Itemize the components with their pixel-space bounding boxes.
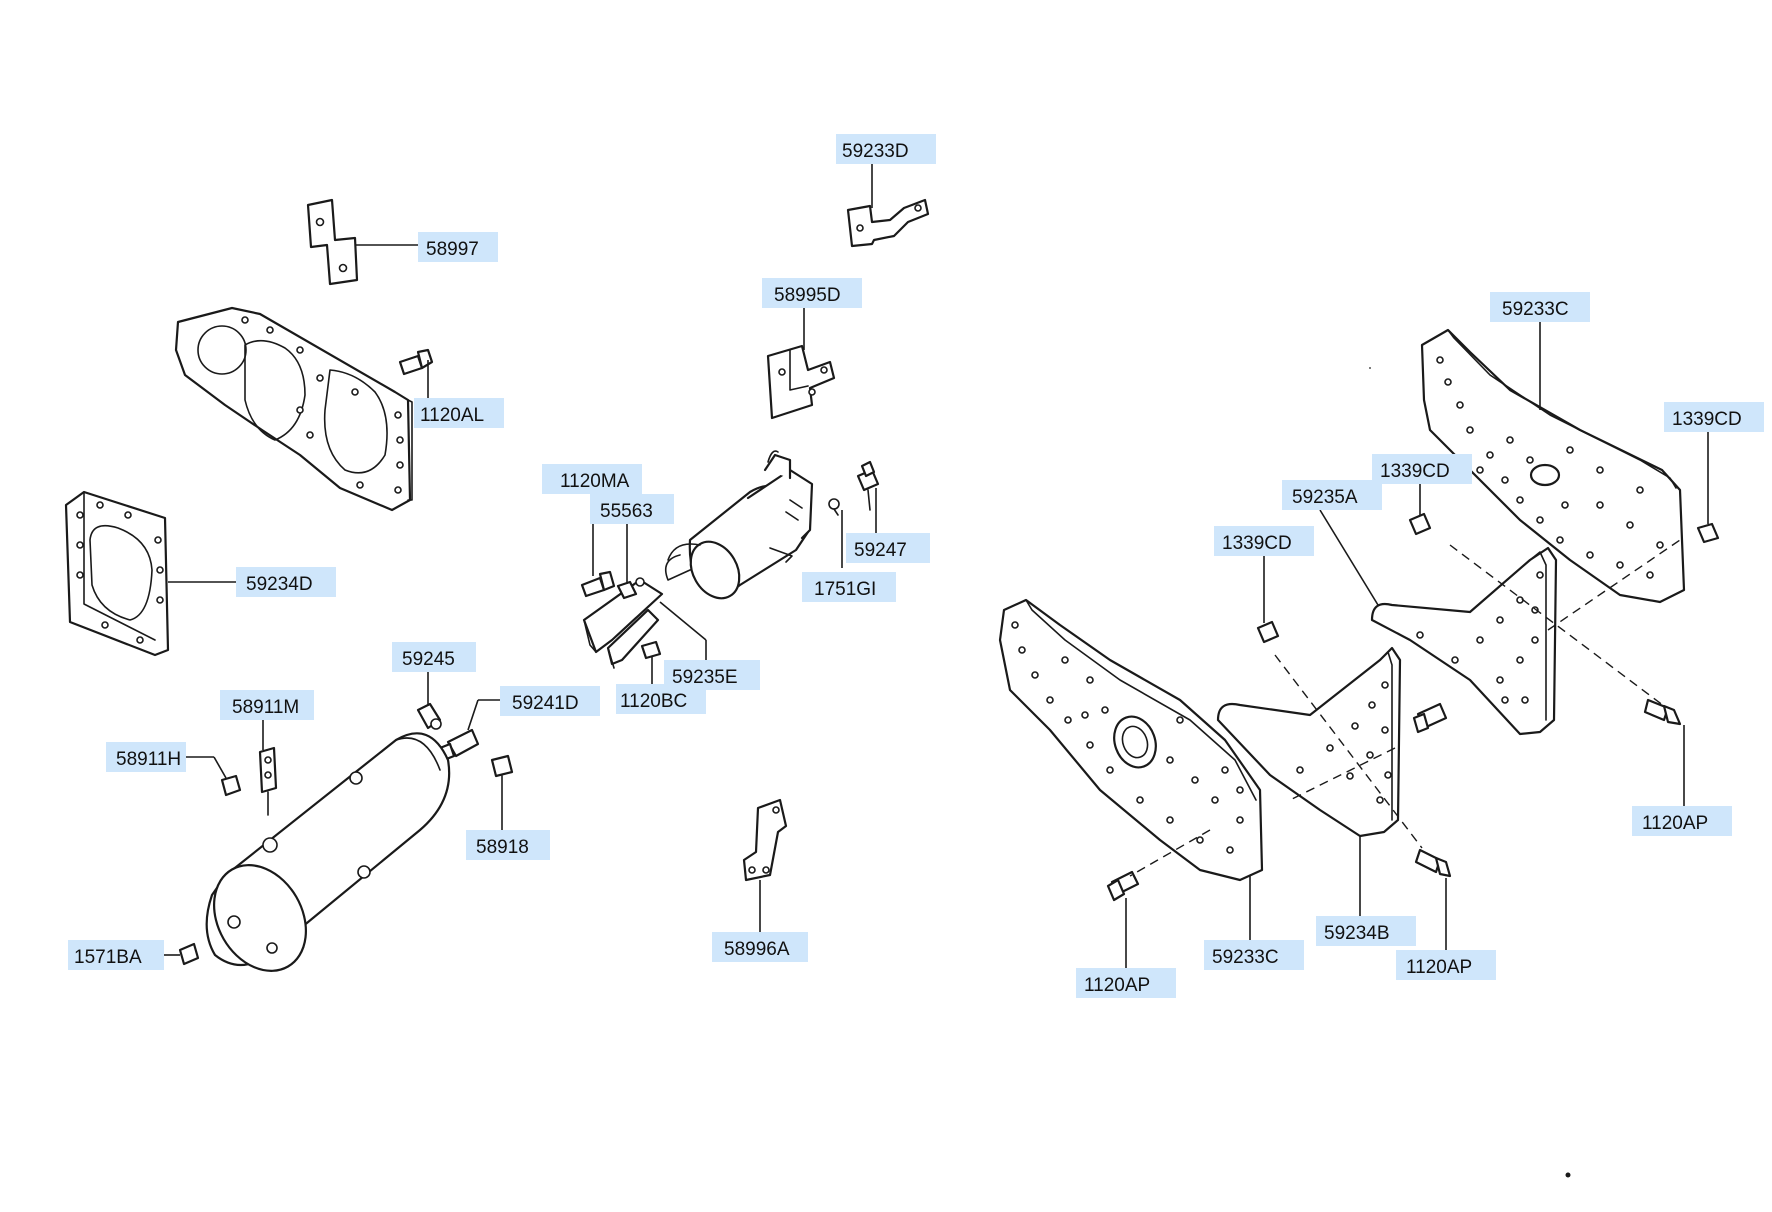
label-55563: 55563 [590,494,674,524]
part-actuator-motor [664,450,814,600]
part-58996A-bracket [742,798,788,882]
part-59233C-plate-top [1420,328,1686,604]
label-1339CD-right: 1339CD [1664,402,1764,432]
svg-text:59247: 59247 [854,540,907,561]
label-59245: 59245 [392,642,476,672]
svg-text:1339CD: 1339CD [1672,409,1742,430]
svg-text:59234D: 59234D [246,574,313,595]
label-58911M: 58911M [220,690,314,720]
part-59234B-bracket [1216,646,1402,838]
part-58911M-valve [258,746,278,816]
part-58911H-plug [220,774,242,797]
label-1120AL: 1120AL [414,398,504,428]
svg-text:1339CD: 1339CD [1380,461,1450,482]
svg-text:59241D: 59241D [512,693,579,714]
part-1120BC-screw [640,640,662,660]
speck-mark [1565,1172,1571,1178]
part-1339CD-nut-mid [1408,512,1432,536]
svg-text:59245: 59245 [402,649,455,670]
part-59233D-bracket [846,198,930,248]
label-1571BA: 1571BA [68,940,164,970]
svg-text:1120BC: 1120BC [620,691,687,712]
label-1120MA: 1120MA [542,464,642,494]
svg-text:1751GI: 1751GI [814,579,876,600]
label-59235E: 59235E [664,660,760,690]
part-housing-plate-upper [174,306,413,512]
svg-text:58995D: 58995D [774,285,841,306]
part-1120AP-bolt-extra [1412,702,1448,734]
svg-text:58911H: 58911H [116,749,181,770]
part-58997-bracket [306,198,359,286]
label-58995D: 58995D [762,278,862,308]
svg-text:59234B: 59234B [1324,923,1390,944]
part-1571BA-plug [178,942,200,966]
part-59234D-plate [64,490,170,657]
svg-text:55563: 55563 [600,501,653,522]
svg-text:1339CD: 1339CD [1222,533,1292,554]
speck-mark [1369,367,1371,369]
svg-text:1120AP: 1120AP [1084,975,1150,996]
label-59247: 59247 [846,533,930,563]
svg-text:1120AL: 1120AL [420,405,484,426]
part-59247-fitting [856,460,880,511]
label-1120AP-left: 1120AP [1076,968,1176,998]
label-1751GI: 1751GI [802,572,896,602]
label-1339CD-left: 1339CD [1214,526,1314,556]
label-1120AP-right: 1120AP [1632,806,1732,836]
label-59233D: 59233D [836,134,936,164]
label-59235A: 59235A [1282,480,1382,510]
part-1339CD-nut-right [1696,522,1720,544]
label-59241D: 59241D [500,686,600,716]
svg-text:59233D: 59233D [842,141,909,162]
svg-text:58996A: 58996A [724,939,790,960]
part-1339CD-nut-left [1256,620,1280,644]
svg-text:1571BA: 1571BA [74,947,142,968]
part-58995D-bracket [766,344,836,420]
part-58918-sensor [490,754,514,833]
part-1120AP-bolt-left [1106,870,1140,902]
label-59233C-bottom: 59233C [1204,940,1304,970]
svg-text:58918: 58918 [476,837,529,858]
svg-text:1120AP: 1120AP [1642,813,1708,834]
svg-text:59235E: 59235E [672,667,738,688]
part-59235A-bracket [1370,546,1558,736]
label-58997: 58997 [418,232,498,262]
label-59233C-top: 59233C [1490,292,1590,322]
label-1120AP-mid: 1120AP [1396,950,1496,980]
part-1120AP-bolt-right [1643,698,1682,726]
part-59233C-plate-bottom [998,598,1264,882]
label-59234D: 59234D [236,567,336,597]
label-58918: 58918 [466,830,550,860]
svg-text:58997: 58997 [426,239,479,260]
part-55563-nut [616,577,645,600]
part-1120AP-bolt-mid [1414,848,1452,878]
svg-text:59233C: 59233C [1502,299,1569,320]
svg-text:1120MA: 1120MA [560,471,630,492]
part-59245-fitting [416,702,442,730]
label-59234B: 59234B [1316,916,1416,946]
label-58996A: 58996A [712,932,808,962]
label-58911H: 58911H [106,742,186,772]
svg-text:58911M: 58911M [232,697,299,718]
part-1120MA-bolt [580,570,616,598]
label-1339CD-mid: 1339CD [1372,454,1472,484]
svg-text:1120AP: 1120AP [1406,957,1472,978]
svg-text:59235A: 59235A [1292,487,1358,508]
svg-text:59233C: 59233C [1212,947,1279,968]
part-1751GI-clip [828,498,840,516]
label-1120BC: 1120BC [616,684,706,714]
part-air-tank [205,732,451,972]
